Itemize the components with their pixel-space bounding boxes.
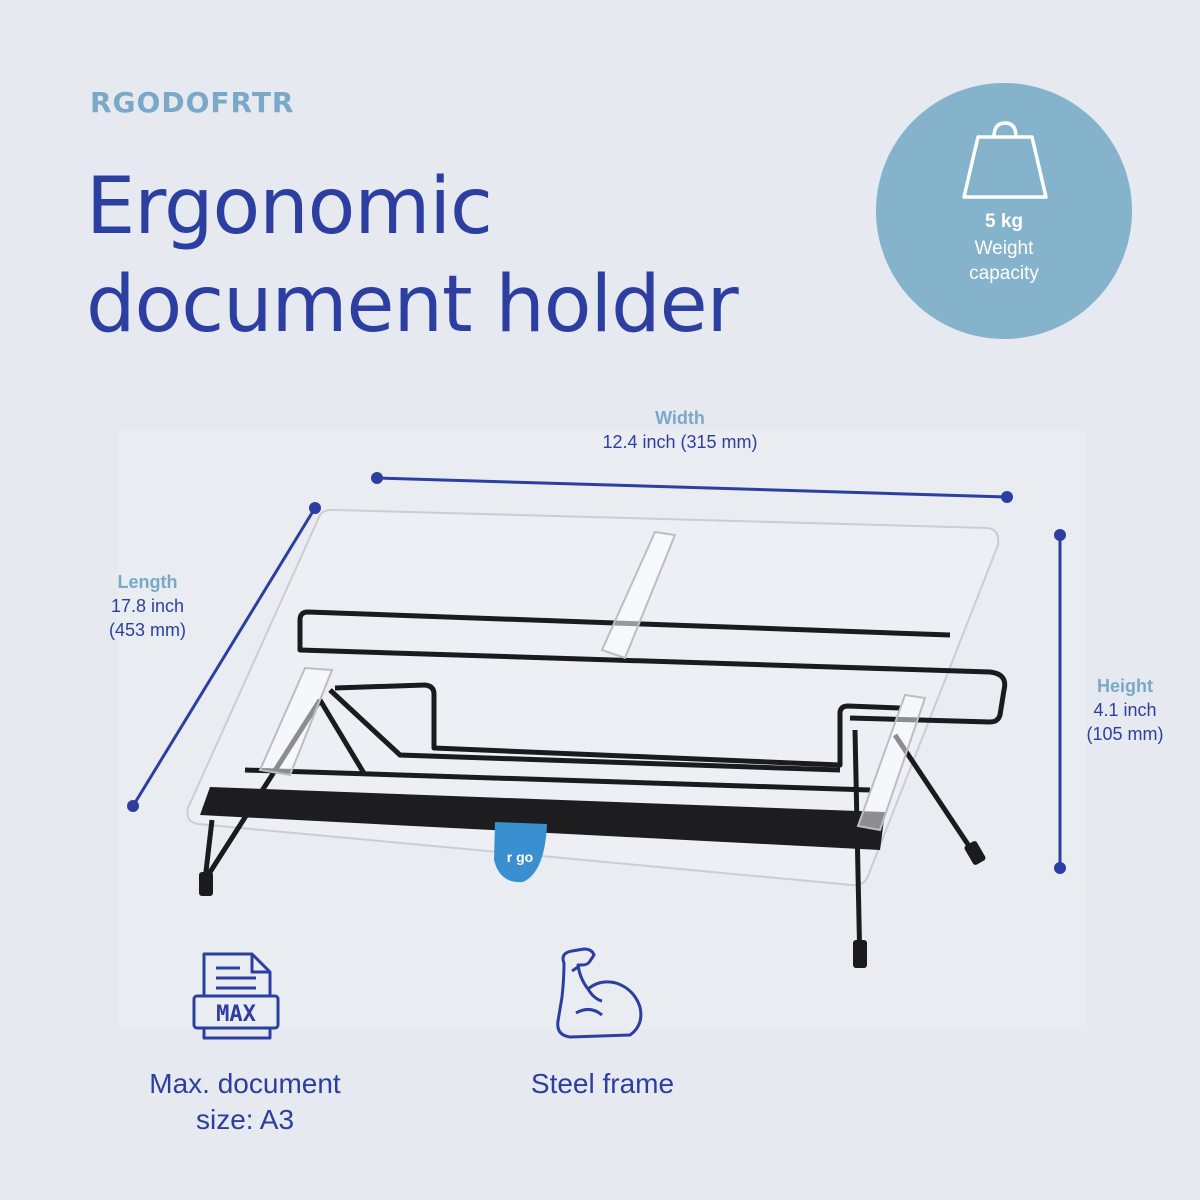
- logo-text: r go: [507, 849, 533, 865]
- length-label: Length: [117, 572, 178, 592]
- length-value-line-1: 17.8 inch: [110, 596, 185, 616]
- steel-frame-text: Steel frame: [530, 1068, 675, 1099]
- sku-code: RGODOFRTR: [90, 86, 295, 119]
- width-label: Width: [655, 408, 705, 428]
- height-label: Height: [1097, 676, 1153, 696]
- length-dimension-line: [127, 502, 321, 812]
- weight-capacity-badge: 5 kg Weight capacity: [876, 83, 1132, 339]
- max-document-icon: MAX: [192, 952, 280, 1040]
- weight-label-line-1: Weight: [974, 238, 1034, 259]
- width-dimension: Width 12.4 inch (315 mm): [560, 406, 800, 454]
- height-value-line-1: 4.1 inch: [1093, 700, 1157, 720]
- page-title: Ergonomic document holder: [86, 158, 846, 354]
- weight-icon: [962, 121, 1048, 199]
- title-line-2: document holder: [86, 260, 739, 350]
- max-document-line-1: Max. document: [149, 1068, 341, 1099]
- weight-value: 5 kg: [984, 211, 1024, 232]
- max-document-size-text: Max. document size: A3: [110, 1066, 380, 1138]
- max-document-line-2: size: A3: [195, 1104, 295, 1135]
- height-dimension: Height 4.1 inch (105 mm): [1060, 674, 1190, 746]
- weight-label-line-2: capacity: [969, 263, 1039, 284]
- length-value-line-2: (453 mm): [108, 620, 186, 640]
- height-dimension-line: [1054, 529, 1066, 874]
- title-line-1: Ergonomic: [86, 162, 493, 252]
- height-value-line-2: (105 mm): [1086, 724, 1164, 744]
- flexed-arm-icon: [556, 947, 643, 1039]
- width-value: 12.4 inch (315 mm): [602, 432, 758, 452]
- weight-label: Weight capacity: [924, 236, 1084, 286]
- max-icon-text: MAX: [216, 1002, 256, 1027]
- width-dimension-line: [371, 472, 1013, 503]
- document-holder-product: r go: [186, 508, 1008, 969]
- length-dimension: Length 17.8 inch (453 mm): [75, 570, 220, 642]
